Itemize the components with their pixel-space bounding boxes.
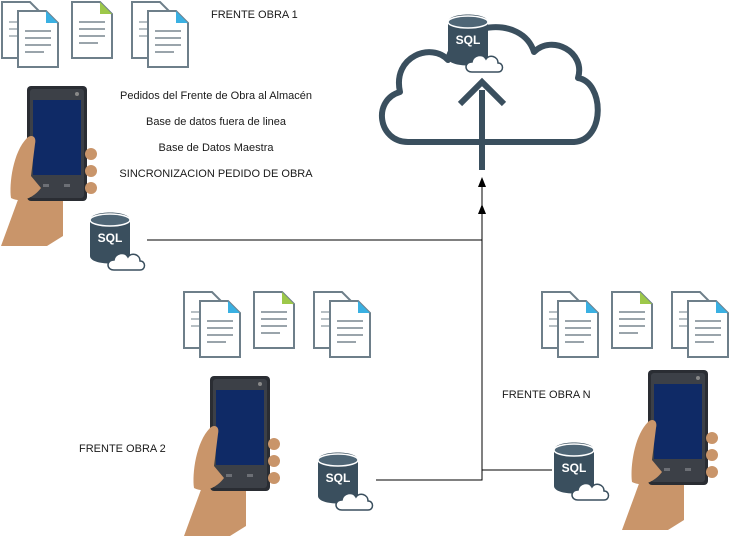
legend-pedidos: Pedidos del Frente de Obra al Almacén xyxy=(119,90,313,102)
hand-phone-icon-front1 xyxy=(1,86,97,246)
front2-label: FRENTE OBRA 2 xyxy=(79,443,166,455)
sql-label-front1: SQL xyxy=(98,231,123,245)
arrowhead-lower xyxy=(478,204,486,214)
sql-label-master: SQL xyxy=(456,33,481,47)
sql-label-front2: SQL xyxy=(326,471,351,485)
cloud-icon xyxy=(378,24,601,170)
documents-icon-front2 xyxy=(183,291,371,358)
legend-offline-db: Base de datos fuera de linea xyxy=(145,116,287,128)
hand-phone-icon-front2 xyxy=(184,376,280,536)
front1-label: FRENTE OBRA 1 xyxy=(211,9,298,21)
documents-icon-front1 xyxy=(1,1,189,68)
documents-icon-frontn xyxy=(541,291,729,358)
legend-master-db: Base de Datos Maestra xyxy=(158,142,274,154)
connector-lines xyxy=(147,180,552,481)
frontn-label: FRENTE OBRA N xyxy=(502,389,591,401)
arrowhead-upper xyxy=(478,177,486,187)
hand-phone-icon-frontn xyxy=(622,370,718,530)
sql-label-frontn: SQL xyxy=(562,461,587,475)
connector-arrowheads xyxy=(478,177,486,214)
connector-front2-to-cloud xyxy=(376,180,483,481)
legend-sync: SINCRONIZACION PEDIDO DE OBRA xyxy=(119,168,313,180)
